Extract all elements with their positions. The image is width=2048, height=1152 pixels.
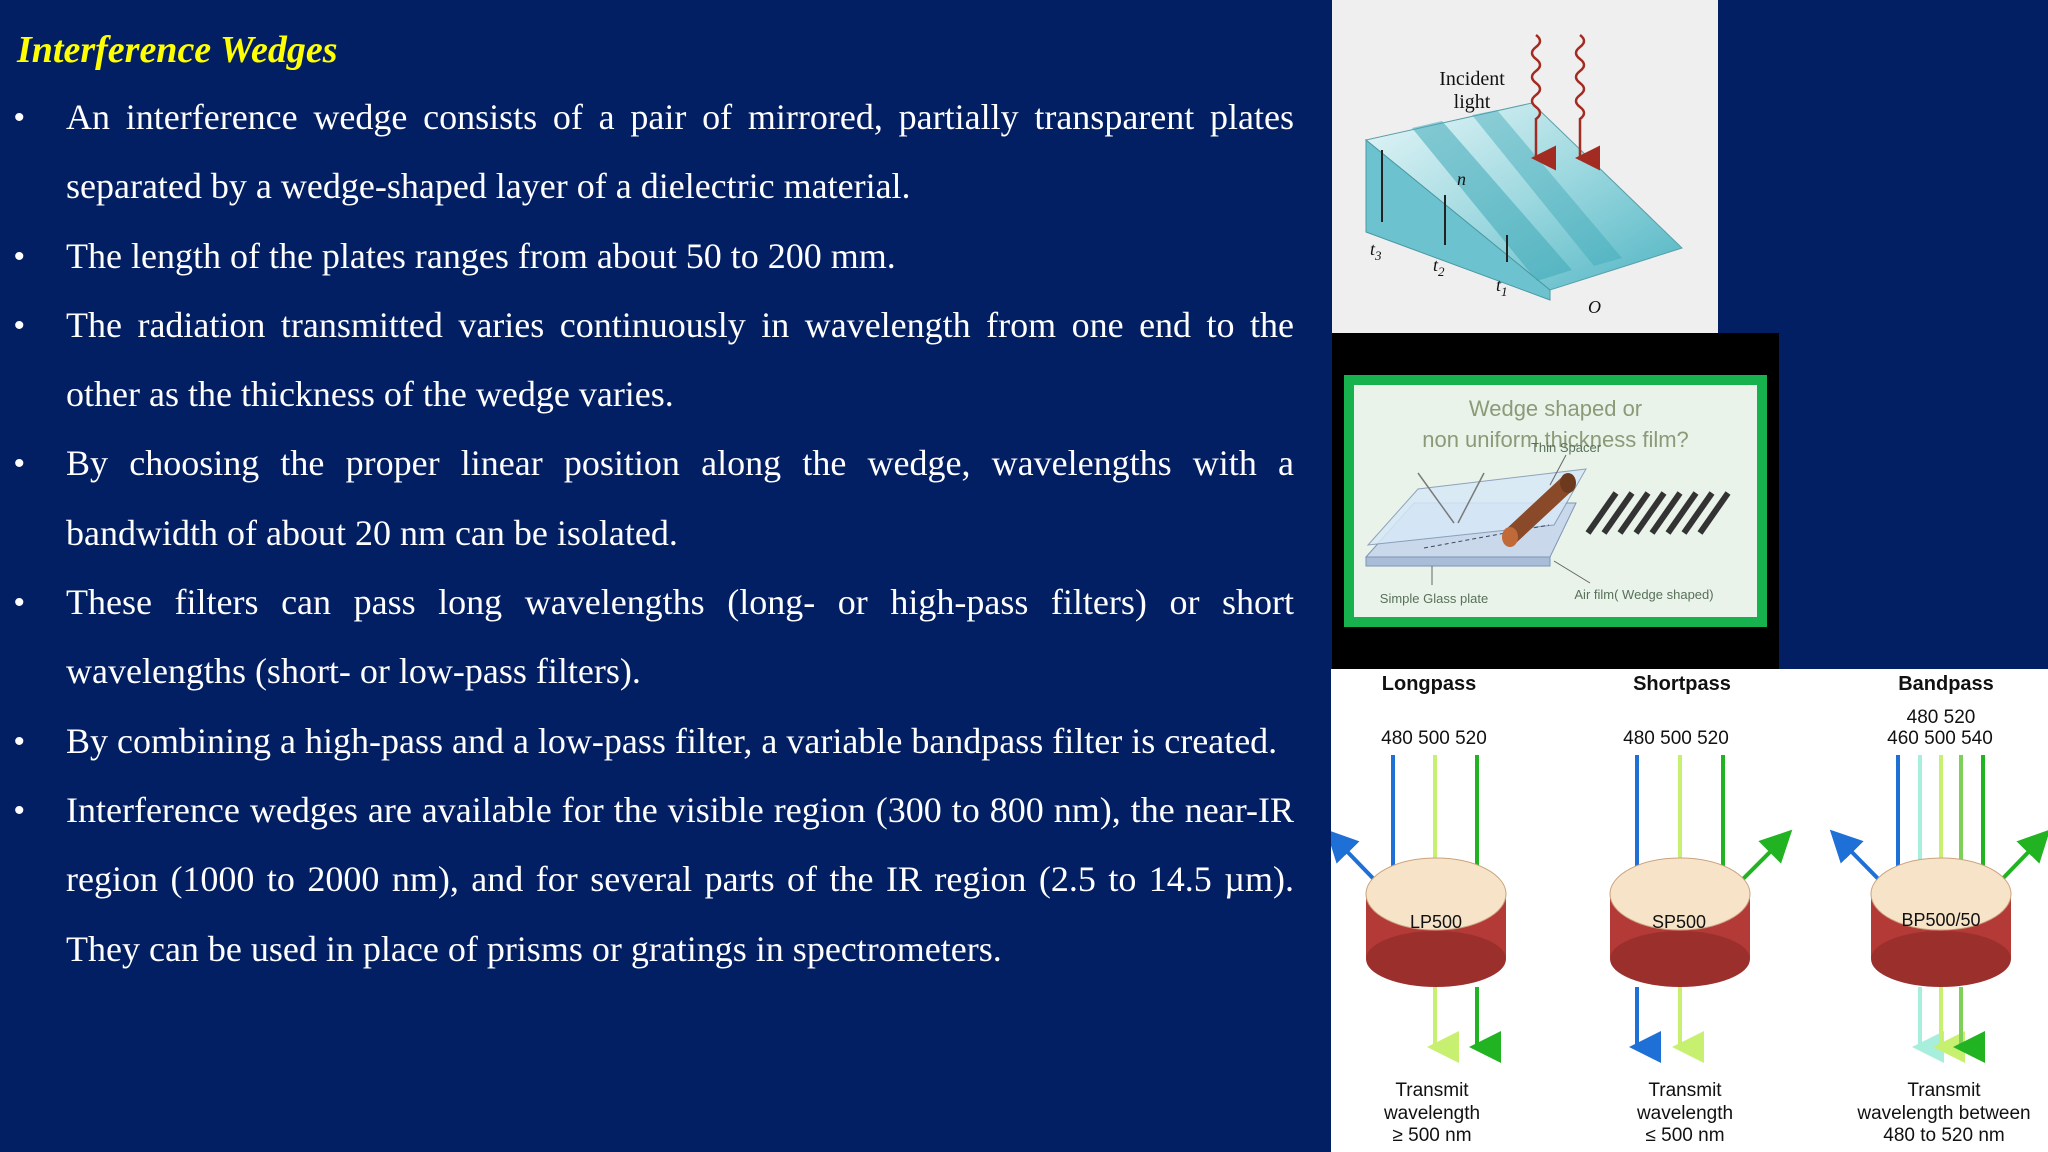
bullet-marker: • [14, 308, 25, 342]
bullet-marker: • [14, 239, 25, 273]
bullet-item: • These filters can pass long wavelength… [0, 568, 1294, 707]
bullet-marker: • [14, 586, 25, 620]
ray-line [1457, 472, 1485, 524]
longpass-title: Longpass [1382, 673, 1476, 695]
interference-fringes [1585, 491, 1731, 535]
film-card: Wedge shaped or non uniform thickness fi… [1354, 385, 1757, 617]
t3-label: t3 [1370, 239, 1382, 263]
film-title: Wedge shaped or non uniform thickness fi… [1354, 393, 1757, 455]
wedge-front-face [1365, 138, 1551, 301]
bandpass-filter-label: BP500/50 [1901, 910, 1980, 930]
bullet-text: These filters can pass long wavelengths … [66, 582, 1294, 692]
shortpass-caption-line1: Transmit [1648, 1080, 1722, 1101]
wedge-diagram: Incident light n t3 t2 t1 O [1364, 34, 1683, 317]
bullet-text: An interference wedge consists of a pair… [66, 97, 1294, 207]
spacer-pointer [1549, 454, 1567, 486]
bullet-text: Interference wedges are available for th… [66, 789, 1294, 969]
bottom-glass-edge [1365, 556, 1551, 567]
bullet-marker: • [14, 793, 25, 827]
bandpass-diagram: Bandpass 480 520 460 500 540 BP500/50 Tr… [1829, 673, 2048, 1146]
bullet-text: By choosing the proper linear position a… [66, 443, 1294, 553]
spacer-label: Thin Spacer [1531, 440, 1602, 455]
shortpass-wavelengths: 480 500 520 [1623, 728, 1729, 749]
bandpass-wavelengths-bottom: 460 500 540 [1887, 728, 1993, 749]
film-title-line1: Wedge shaped or [1468, 396, 1643, 421]
longpass-caption-line3: ≥ 500 nm [1392, 1125, 1471, 1146]
shortpass-title: Shortpass [1633, 673, 1731, 695]
t2-label: t2 [1433, 255, 1445, 279]
air-film-label: Air film( Wedge shaped) [1574, 587, 1713, 602]
longpass-wavelengths: 480 500 520 [1381, 728, 1487, 749]
bandpass-caption-line2: wavelength between [1856, 1103, 2030, 1124]
bullet-item: • The length of the plates ranges from a… [0, 222, 1294, 291]
incident-label-line2: light [1454, 91, 1491, 113]
longpass-caption-line2: wavelength [1383, 1103, 1480, 1124]
film-illustration: Thin Spacer Simple Glass plate Air film(… [1364, 440, 1731, 606]
ray-line [1417, 472, 1455, 524]
bullet-item: • By choosing the proper linear position… [0, 429, 1294, 568]
o-label: O [1588, 297, 1601, 317]
wedge-stripe [1412, 121, 1572, 281]
film-title-line2: non uniform thickness film? [1422, 427, 1689, 452]
wedge-film-figure: Wedge shaped or non uniform thickness fi… [1332, 333, 1779, 670]
bandpass-caption-line1: Transmit [1907, 1080, 1981, 1101]
bullet-marker: • [14, 101, 25, 134]
incident-label-line1: Incident [1439, 68, 1505, 90]
bandpass-caption-line3: 480 to 520 nm [1883, 1125, 2004, 1146]
bullet-text: By combining a high-pass and a low-pass … [66, 720, 1278, 761]
longpass-filter-label: LP500 [1410, 912, 1462, 932]
bullet-item: • The radiation transmitted varies conti… [0, 291, 1294, 430]
wedge-diagram-figure: Incident light n t3 t2 t1 O [1332, 0, 1718, 333]
bandpass-wavelengths-top: 480 520 [1907, 707, 1976, 728]
longpass-caption-line1: Transmit [1395, 1080, 1469, 1101]
bullet-text: The radiation transmitted varies continu… [66, 304, 1294, 415]
t1-label: t1 [1496, 275, 1508, 299]
incident-light-arrow [1574, 34, 1600, 171]
shortpass-disc-bottom [1610, 931, 1750, 987]
bullet-text: The length of the plates ranges from abo… [66, 235, 896, 276]
glass-label: Simple Glass plate [1380, 591, 1488, 606]
bullet-item: • By combining a high-pass and a low-pas… [0, 707, 1294, 776]
shortpass-filter-label: SP500 [1652, 912, 1706, 932]
film-frame: Wedge shaped or non uniform thickness fi… [1344, 375, 1767, 627]
shortpass-caption-line3: ≤ 500 nm [1645, 1125, 1724, 1146]
n-label: n [1457, 169, 1466, 189]
bullet-list: • An interference wedge consists of a pa… [0, 83, 1294, 984]
bandpass-title: Bandpass [1898, 673, 1994, 695]
bullet-item: • Interference wedges are available for … [0, 776, 1294, 984]
incident-light-arrow [1530, 34, 1556, 171]
bullet-marker: • [14, 724, 25, 758]
longpass-disc-bottom [1366, 931, 1506, 987]
longpass-disc-top [1365, 857, 1507, 931]
shortpass-disc-top [1609, 857, 1751, 931]
shortpass-caption-line2: wavelength [1636, 1103, 1733, 1124]
bullet-item: • An interference wedge consists of a pa… [0, 83, 1294, 222]
bullet-marker: • [14, 447, 25, 481]
wedge-stripe [1472, 110, 1622, 266]
bandpass-disc-top [1870, 857, 2012, 931]
air-pointer [1553, 560, 1591, 584]
longpass-diagram: Longpass 480 500 520 LP500 Transmit wave… [1331, 673, 1507, 1146]
thin-spacer [1502, 473, 1576, 547]
filter-types-figure: Longpass 480 500 520 LP500 Transmit wave… [1331, 669, 2048, 1152]
filter-types-diagram: Longpass 480 500 520 LP500 Transmit wave… [1331, 673, 2048, 1146]
shortpass-diagram: Shortpass 480 500 520 SP500 Transmit wav… [1609, 673, 1793, 1146]
bandpass-disc-bottom [1871, 931, 2011, 987]
slide-title: Interference Wedges [17, 29, 338, 71]
